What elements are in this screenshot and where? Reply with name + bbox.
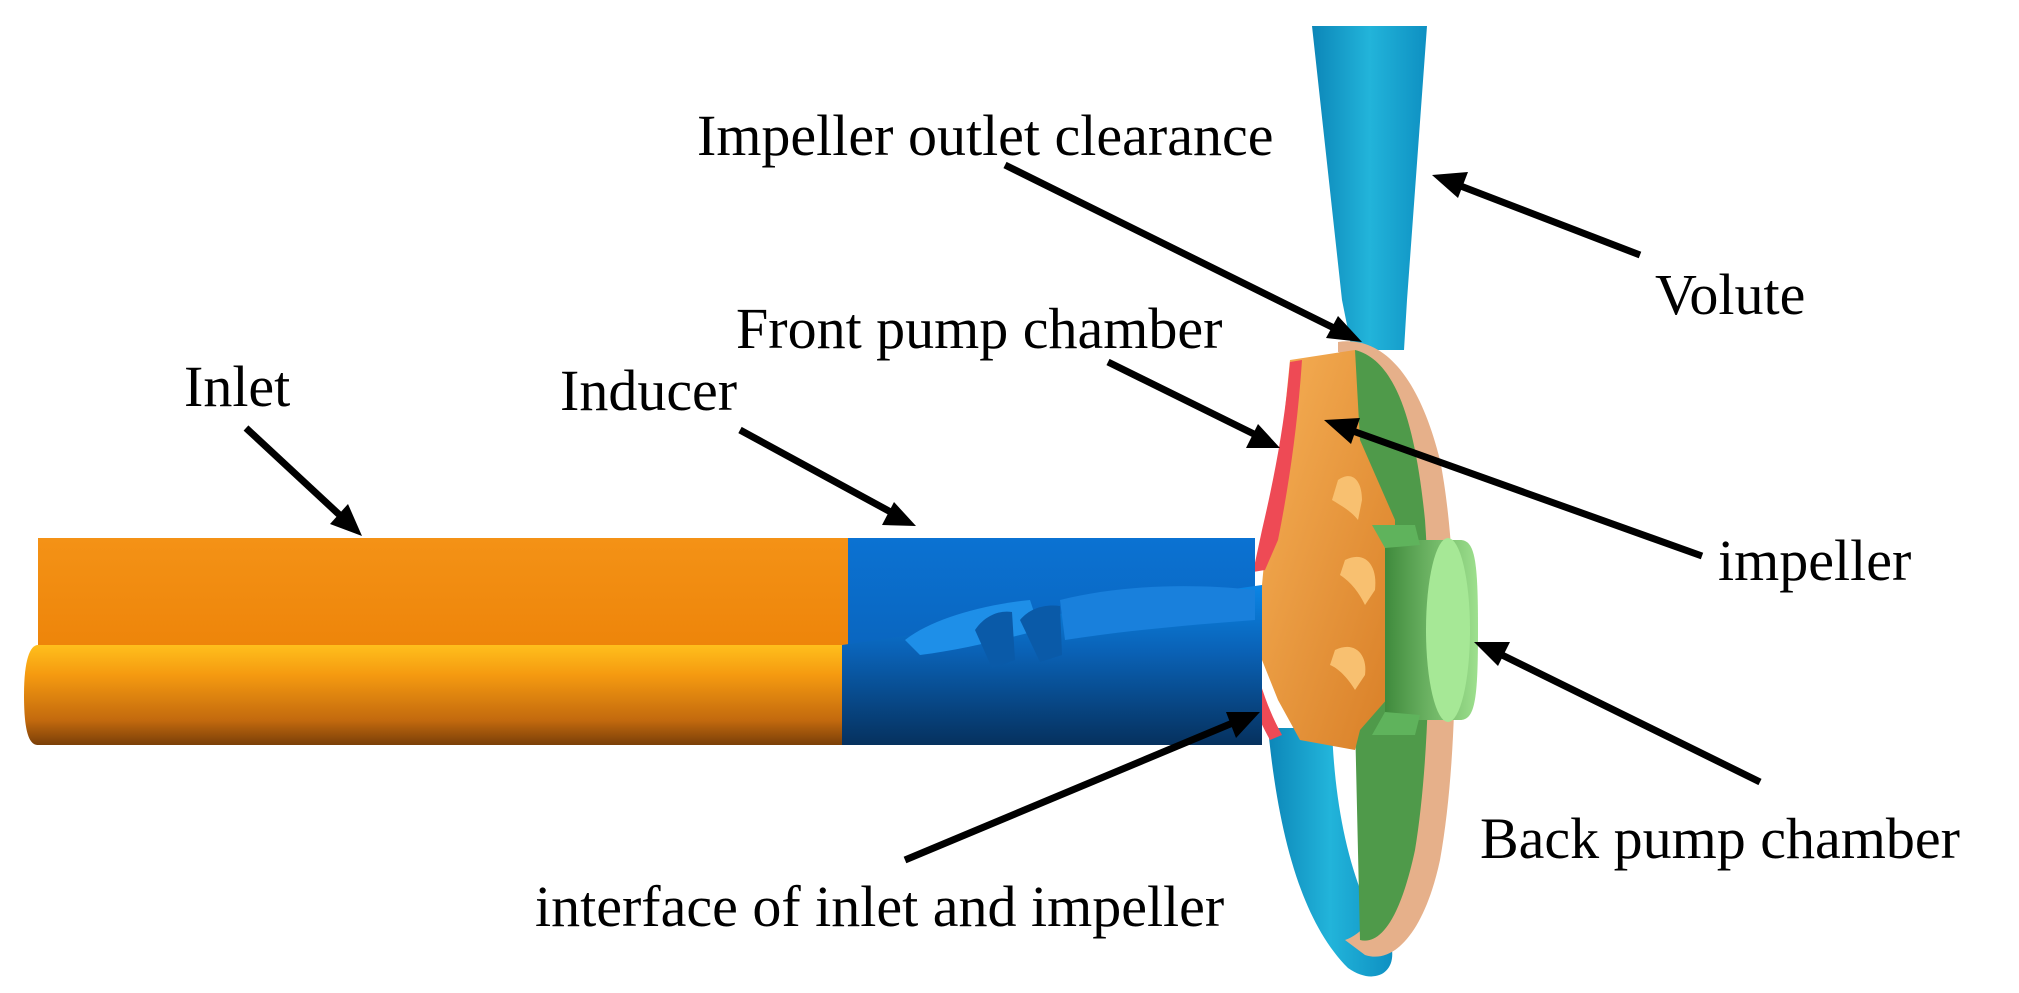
label-impeller: impeller bbox=[1718, 528, 1912, 593]
label-front-pump-chamber: Front pump chamber bbox=[736, 296, 1223, 361]
label-inducer: Inducer bbox=[560, 358, 738, 423]
inducer-blade bbox=[1020, 605, 1062, 662]
hub-flange bbox=[1372, 525, 1420, 548]
arrows bbox=[243, 161, 1762, 864]
label-back-pump-chamber: Back pump chamber bbox=[1480, 806, 1960, 871]
shroud-rim bbox=[1338, 341, 1455, 957]
label-volute: Volute bbox=[1655, 262, 1806, 327]
label-impeller-outlet-clearance: Impeller outlet clearance bbox=[697, 103, 1274, 168]
inducer-blade bbox=[975, 611, 1015, 668]
impeller-blade bbox=[1340, 556, 1376, 605]
volute-upper bbox=[1312, 26, 1427, 350]
impeller-body bbox=[1262, 350, 1395, 750]
impeller-blade bbox=[1332, 476, 1362, 520]
label-inlet: Inlet bbox=[184, 354, 291, 419]
inlet-pipe-lower bbox=[24, 645, 850, 745]
inlet-pipe-top bbox=[38, 538, 850, 645]
front-pump-chamber bbox=[1253, 360, 1302, 572]
impeller-blade bbox=[1330, 646, 1366, 690]
hub-face bbox=[1426, 538, 1470, 722]
inducer-blade bbox=[1060, 586, 1255, 640]
hub-flange bbox=[1372, 712, 1420, 735]
label-interface: interface of inlet and impeller bbox=[535, 874, 1225, 939]
